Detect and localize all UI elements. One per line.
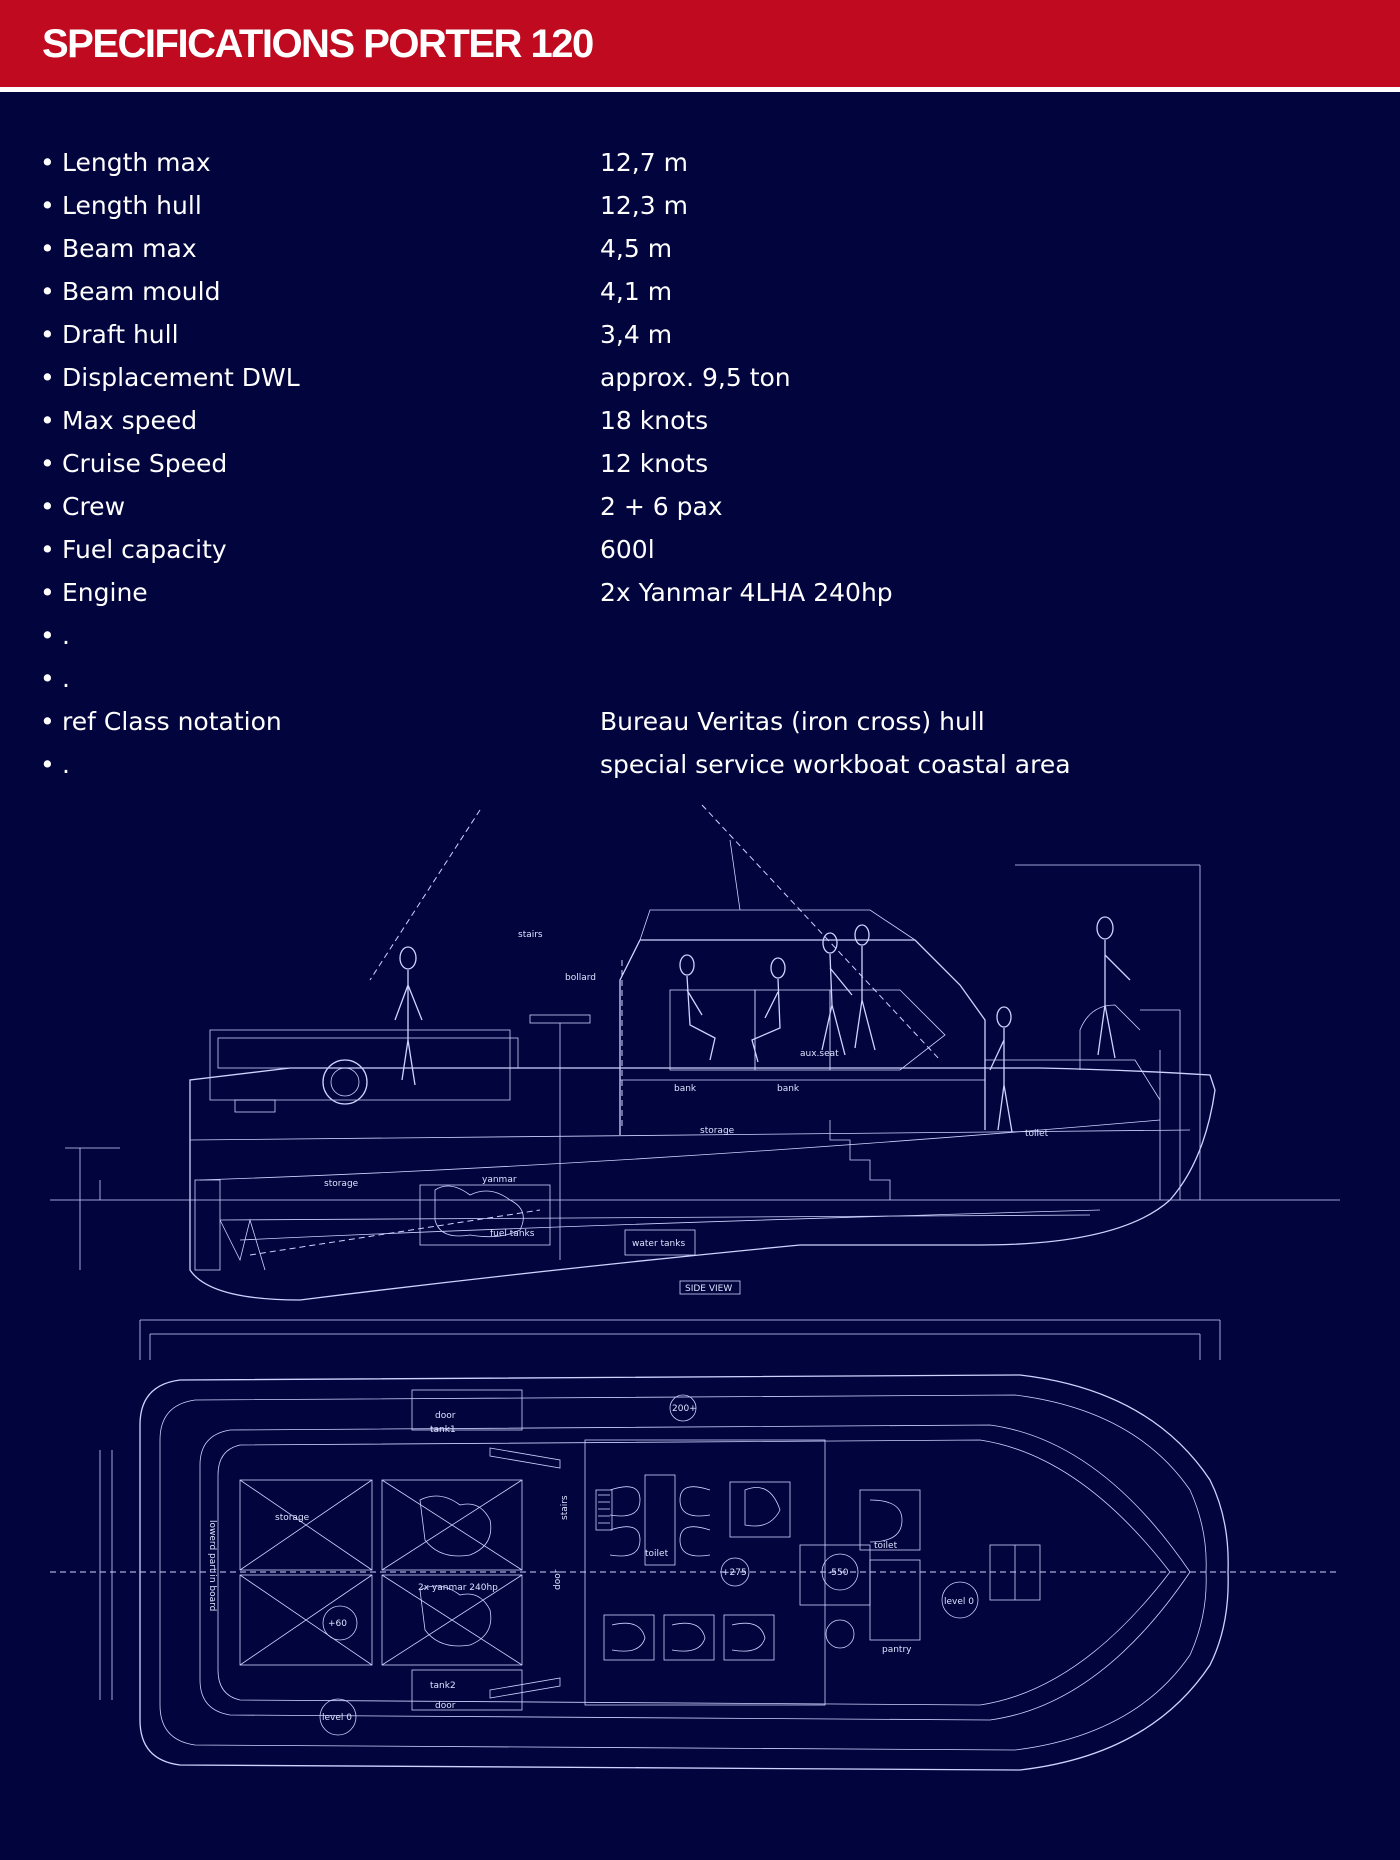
bullet-icon: • bbox=[40, 492, 55, 521]
spec-value: 2x Yanmar 4LHA 240hp bbox=[600, 578, 893, 607]
spec-row: •Max speed 18 knots bbox=[40, 399, 1340, 442]
side-label-stairs: stairs bbox=[518, 930, 543, 940]
plan-label-door-mid: door bbox=[553, 1569, 563, 1590]
spec-label: •. bbox=[40, 657, 70, 700]
spec-label: •Engine bbox=[40, 571, 148, 614]
spec-value: 12,7 m bbox=[600, 148, 688, 177]
spec-value: approx. 9,5 ton bbox=[600, 363, 791, 392]
bullet-icon: • bbox=[40, 707, 55, 736]
blueprint-svg: stairs bollard bank bank aux.seat storag… bbox=[50, 804, 1340, 1771]
side-view-title: SIDE VIEW bbox=[685, 1284, 732, 1294]
bullet-icon: • bbox=[40, 578, 55, 607]
plan-label-tank2: tank2 bbox=[430, 1681, 456, 1691]
spec-row: •ref Class notation Bureau Veritas (iron… bbox=[40, 700, 1340, 743]
side-label-storage-mid: storage bbox=[700, 1126, 735, 1136]
spec-list: •Length max 12,7 m •Length hull 12,3 m •… bbox=[40, 141, 1340, 786]
side-label-aux-seat: aux.seat bbox=[800, 1049, 839, 1059]
plan-label-level-aft: level 0 bbox=[322, 1713, 352, 1723]
plan-label-toilet-right: toilet bbox=[874, 1541, 898, 1551]
bullet-icon: • bbox=[40, 664, 55, 693]
spec-label: •Draft hull bbox=[40, 313, 179, 356]
spec-row: •. special service workboat coastal area bbox=[40, 743, 1340, 786]
plan-label-toilet-left: toilet bbox=[645, 1549, 669, 1559]
plan-label-door-top: door bbox=[435, 1411, 456, 1421]
spec-row: •. bbox=[40, 614, 1340, 657]
plan-label-p275: +275 bbox=[722, 1568, 747, 1578]
side-label-water-tanks: water tanks bbox=[632, 1239, 685, 1249]
spec-value: 600l bbox=[600, 535, 655, 564]
spec-label: •Length max bbox=[40, 141, 211, 184]
side-label-bank-left: bank bbox=[674, 1084, 697, 1094]
spec-row: •Engine 2x Yanmar 4LHA 240hp bbox=[40, 571, 1340, 614]
bullet-icon: • bbox=[40, 148, 55, 177]
spec-value: 4,1 m bbox=[600, 277, 673, 306]
spec-label: •ref Class notation bbox=[40, 700, 282, 743]
plan-label-p200: 200+ bbox=[672, 1404, 697, 1414]
plan-label-engines: 2x yanmar 240hp bbox=[418, 1583, 498, 1593]
spec-label: •. bbox=[40, 743, 70, 786]
bullet-icon: • bbox=[40, 277, 55, 306]
spec-row: •Fuel capacity 600l bbox=[40, 528, 1340, 571]
bullet-icon: • bbox=[40, 621, 55, 650]
side-label-yanmar: yanmar bbox=[482, 1175, 517, 1185]
spec-row: •. bbox=[40, 657, 1340, 700]
spec-row: •Crew 2 + 6 pax bbox=[40, 485, 1340, 528]
spec-row: •Cruise Speed 12 knots bbox=[40, 442, 1340, 485]
boat-blueprint: stairs bollard bank bank aux.seat storag… bbox=[40, 800, 1360, 1800]
plan-label-stairs: stairs bbox=[560, 1495, 570, 1520]
spec-row: •Displacement DWL approx. 9,5 ton bbox=[40, 356, 1340, 399]
plan-label-pantry: pantry bbox=[882, 1645, 912, 1655]
bullet-icon: • bbox=[40, 406, 55, 435]
spec-label: •Displacement DWL bbox=[40, 356, 300, 399]
spec-label: •. bbox=[40, 614, 70, 657]
spec-row: •Beam mould 4,1 m bbox=[40, 270, 1340, 313]
bullet-icon: • bbox=[40, 535, 55, 564]
spec-row: •Beam max 4,5 m bbox=[40, 227, 1340, 270]
plan-label-storage: storage bbox=[275, 1513, 310, 1523]
plan-label-door-bottom: door bbox=[435, 1701, 456, 1711]
spec-label: •Cruise Speed bbox=[40, 442, 227, 485]
spec-row: •Length hull 12,3 m bbox=[40, 184, 1340, 227]
bullet-icon: • bbox=[40, 320, 55, 349]
plan-view: storage door tank1 tank2 door door stair… bbox=[50, 1319, 1340, 1771]
plan-label-p550: -550 bbox=[828, 1568, 849, 1578]
spec-value: special service workboat coastal area bbox=[600, 750, 1071, 779]
spec-label: •Crew bbox=[40, 485, 125, 528]
page-title: SPECIFICATIONS PORTER 120 bbox=[42, 22, 594, 66]
bullet-icon: • bbox=[40, 191, 55, 220]
side-view: stairs bollard bank bank aux.seat storag… bbox=[50, 804, 1340, 1301]
bullet-icon: • bbox=[40, 449, 55, 478]
bullet-icon: • bbox=[40, 363, 55, 392]
spec-value: 3,4 m bbox=[600, 320, 673, 349]
spec-row: •Draft hull 3,4 m bbox=[40, 313, 1340, 356]
spec-label: •Beam mould bbox=[40, 270, 220, 313]
side-label-bollard: bollard bbox=[565, 973, 596, 983]
spec-label: •Fuel capacity bbox=[40, 528, 227, 571]
plan-label-tank1: tank1 bbox=[430, 1425, 456, 1435]
header-bar: SPECIFICATIONS PORTER 120 bbox=[0, 0, 1400, 92]
spec-value: 12,3 m bbox=[600, 191, 688, 220]
plan-label-lowered: lowerd part in board bbox=[207, 1520, 217, 1611]
spec-value: 12 knots bbox=[600, 449, 709, 478]
spec-label: •Max speed bbox=[40, 399, 197, 442]
plan-label-p60: +60 bbox=[328, 1619, 347, 1629]
spec-row: •Length max 12,7 m bbox=[40, 141, 1340, 184]
bullet-icon: • bbox=[40, 234, 55, 263]
side-label-toilet: toilet bbox=[1025, 1129, 1049, 1139]
spec-value: 2 + 6 pax bbox=[600, 492, 723, 521]
spec-value: 4,5 m bbox=[600, 234, 673, 263]
side-label-storage-aft: storage bbox=[324, 1179, 359, 1189]
plan-label-level-fwd: level 0 bbox=[944, 1597, 974, 1607]
spec-label: •Beam max bbox=[40, 227, 197, 270]
side-label-bank-right: bank bbox=[777, 1084, 800, 1094]
spec-label: •Length hull bbox=[40, 184, 202, 227]
spec-value: Bureau Veritas (iron cross) hull bbox=[600, 707, 985, 736]
side-label-fuel-tanks: fuel tanks bbox=[490, 1229, 535, 1239]
bullet-icon: • bbox=[40, 750, 55, 779]
spec-value: 18 knots bbox=[600, 406, 709, 435]
